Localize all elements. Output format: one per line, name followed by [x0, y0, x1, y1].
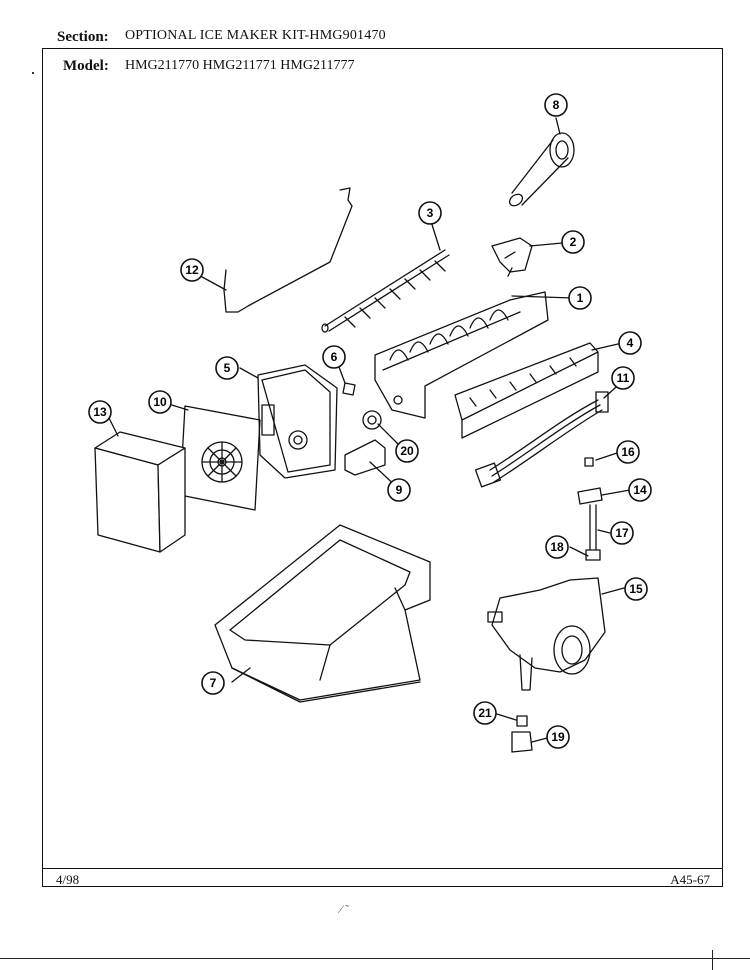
callout-circle	[628, 478, 652, 502]
callout-number: 7	[210, 676, 217, 690]
callout-19: 19	[546, 725, 570, 749]
callout-circle	[473, 701, 497, 725]
callout-circle	[610, 521, 634, 545]
part-ejector	[321, 249, 450, 333]
part-clip	[342, 382, 356, 396]
callout-number: 11	[617, 371, 630, 385]
callout-21: 21	[473, 701, 497, 725]
stray-dot	[32, 72, 34, 74]
callout-16: 16	[616, 440, 640, 464]
callout-circle	[322, 345, 346, 369]
callout-number: 20	[400, 444, 414, 458]
callout-6: 6	[322, 345, 346, 369]
callout-circle	[546, 725, 570, 749]
callout-10: 10	[148, 390, 172, 414]
callout-number: 19	[551, 730, 565, 744]
bottom-tick	[712, 950, 713, 970]
callout-7: 7	[201, 671, 225, 695]
callout-circle	[148, 390, 172, 414]
callout-5: 5	[215, 356, 239, 380]
part-thermostat	[362, 410, 382, 430]
callout-number: 4	[627, 336, 634, 350]
callout-20: 20	[395, 439, 419, 463]
callout-circle	[201, 671, 225, 695]
part-fill-tube	[508, 132, 575, 207]
callout-number: 14	[633, 483, 647, 497]
part-front-cover	[94, 431, 186, 553]
callout-number: 16	[621, 445, 635, 459]
bottom-rule	[0, 958, 750, 959]
callout-number: 5	[224, 361, 231, 375]
callout-number: 6	[331, 350, 338, 364]
callout-2: 2	[561, 230, 585, 254]
callout-13: 13	[88, 400, 112, 424]
callout-number: 8	[553, 98, 560, 112]
callout-1: 1	[568, 286, 592, 310]
callout-circle	[180, 258, 204, 282]
callout-9: 9	[387, 478, 411, 502]
callout-circle	[624, 577, 648, 601]
callout-circle	[395, 439, 419, 463]
callout-circle	[387, 478, 411, 502]
callout-number: 12	[185, 263, 199, 277]
part-cover-plate	[179, 405, 261, 511]
leader-lines	[106, 117, 631, 743]
part-tube	[585, 504, 601, 561]
callout-18: 18	[545, 535, 569, 559]
callout-number: 10	[153, 395, 167, 409]
model-label: Model:	[63, 58, 109, 74]
callout-3: 3	[418, 201, 442, 225]
part-nut	[511, 731, 533, 753]
callout-circle	[88, 400, 112, 424]
callout-number: 13	[93, 405, 107, 419]
part-clamp	[577, 487, 603, 505]
callout-number: 1	[577, 291, 584, 305]
section-value: OPTIONAL ICE MAKER KIT-HMG901470	[125, 28, 386, 43]
callout-circle	[544, 93, 568, 117]
part-mold	[374, 291, 549, 419]
part-water-valve	[487, 577, 606, 691]
callout-11: 11	[611, 366, 635, 390]
section-label: Section:	[57, 29, 109, 45]
stray-mark: ⁄ ˜	[340, 902, 349, 916]
part-insert	[516, 715, 528, 727]
callout-circle	[618, 331, 642, 355]
callout-4: 4	[618, 331, 642, 355]
part-bearing	[491, 237, 533, 277]
callout-circle	[616, 440, 640, 464]
callout-circle	[545, 535, 569, 559]
callout-circle	[215, 356, 239, 380]
part-storage-bin	[214, 524, 431, 703]
callout-circle	[418, 201, 442, 225]
page-code: A45-67	[670, 872, 710, 887]
callout-12: 12	[180, 258, 204, 282]
part-grommet	[584, 457, 594, 467]
part-shutoff-arm	[223, 187, 353, 313]
callout-circle	[611, 366, 635, 390]
callout-number: 2	[570, 235, 577, 249]
callout-number: 3	[427, 206, 434, 220]
callout-8: 8	[544, 93, 568, 117]
callout-number: 17	[615, 526, 629, 540]
callout-number: 15	[629, 582, 643, 596]
part-bracket	[344, 439, 386, 476]
date-code: 4/98	[56, 872, 80, 887]
frame-divider	[42, 868, 723, 869]
callout-number: 21	[478, 706, 492, 720]
callout-number: 18	[550, 540, 564, 554]
part-motor-housing	[257, 364, 338, 479]
diagram-frame	[42, 48, 723, 887]
part-wire-harness	[474, 391, 609, 488]
callout-15: 15	[624, 577, 648, 601]
callout-circle	[561, 230, 585, 254]
callout-14: 14	[628, 478, 652, 502]
part-shield	[454, 342, 599, 439]
callout-17: 17	[610, 521, 634, 545]
callout-number: 9	[396, 483, 403, 497]
model-value: HMG211770 HMG211771 HMG211777	[125, 58, 355, 73]
callout-circle	[568, 286, 592, 310]
